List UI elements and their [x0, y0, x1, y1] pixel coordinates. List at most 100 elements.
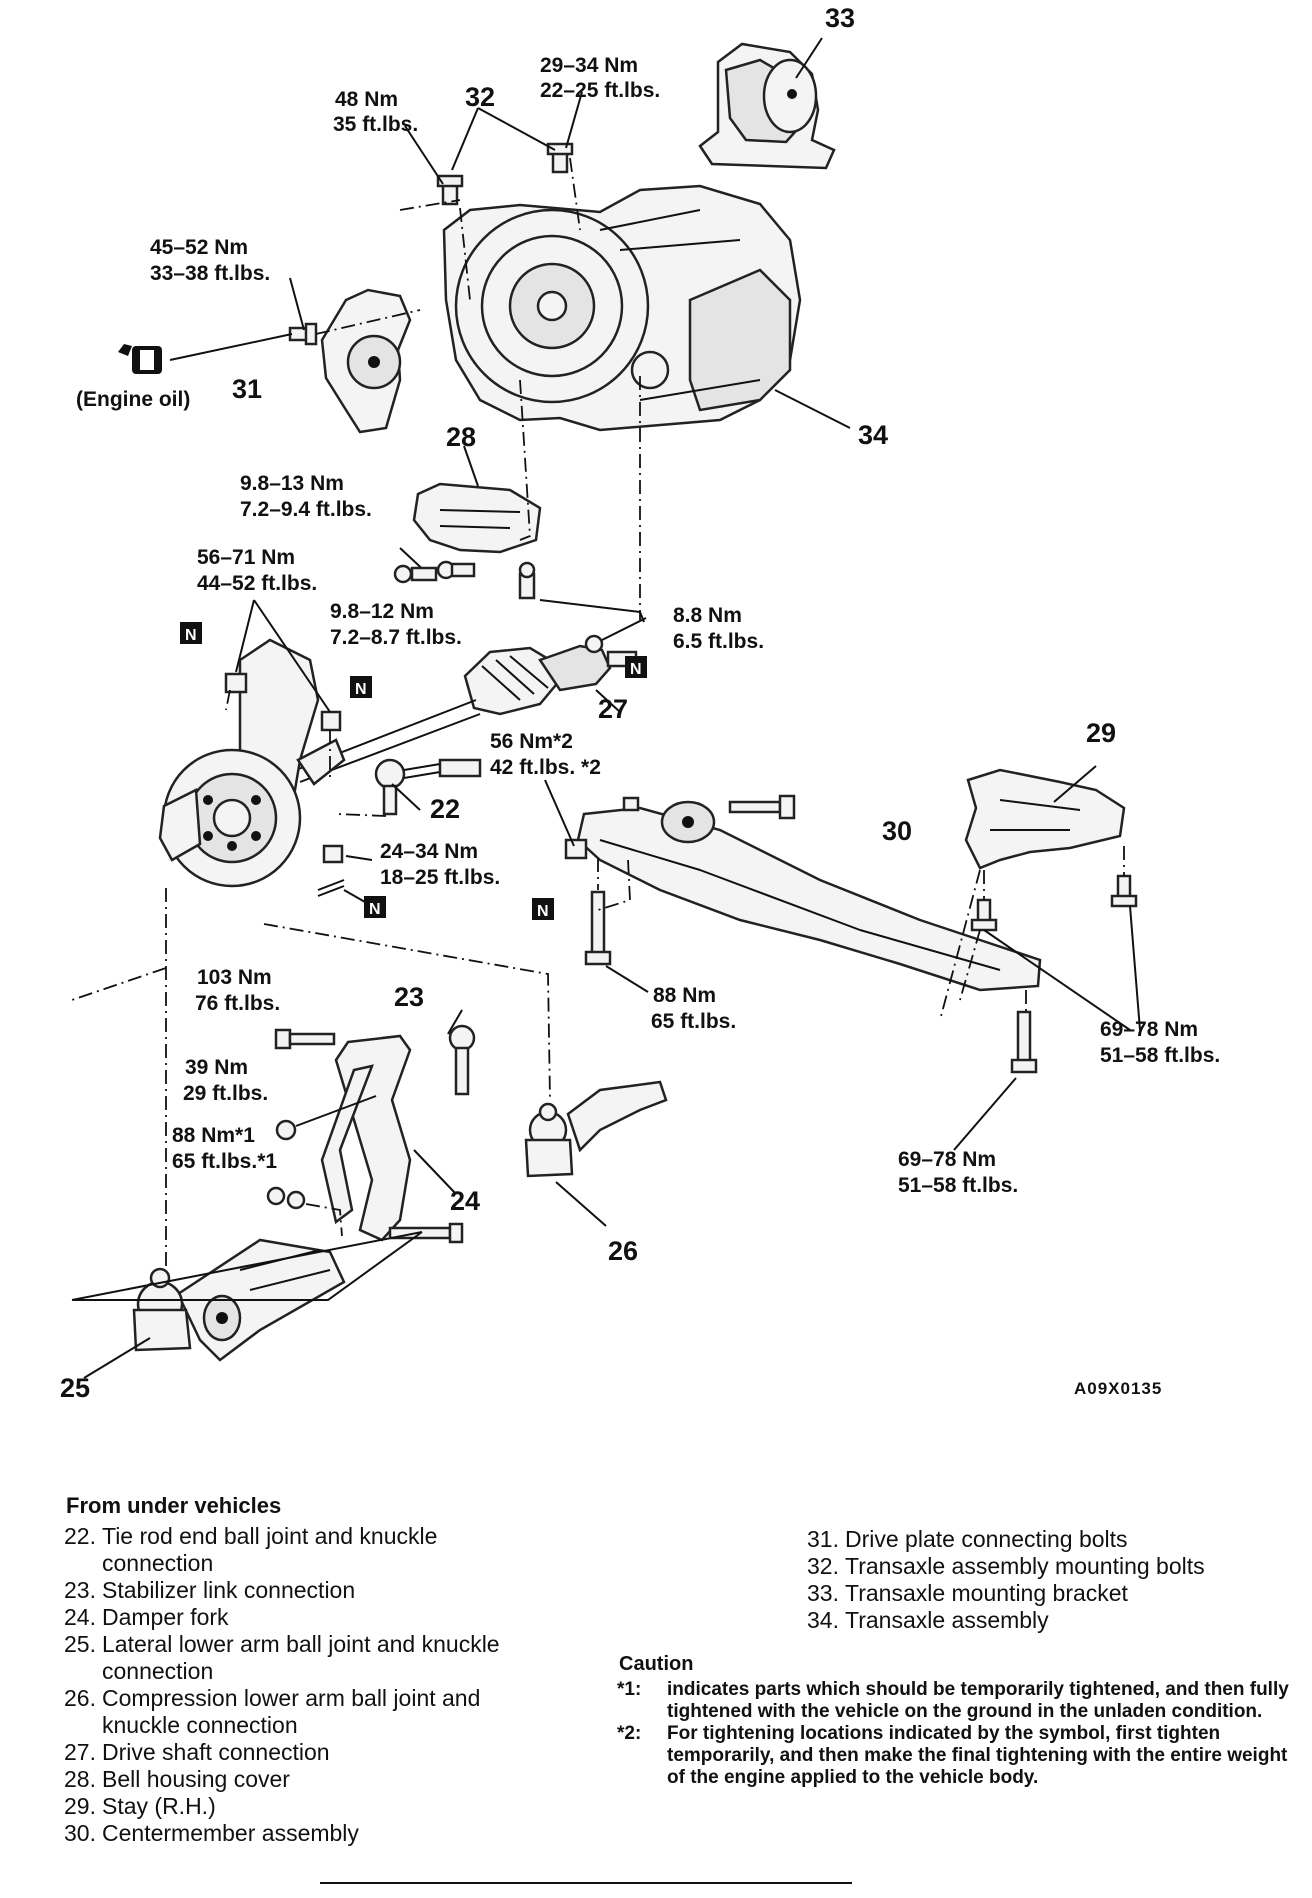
torque-4552-nm: 45–52 Nm — [150, 236, 248, 259]
nut-n-centermember — [564, 838, 588, 860]
torque-2434-ft: 18–25 ft.lbs. — [380, 866, 500, 889]
legend-item-27: 27.Drive shaft connection — [64, 1739, 330, 1765]
torque-5671-ft: 44–52 ft.lbs. — [197, 572, 317, 595]
svg-text:N: N — [185, 627, 197, 644]
legend-item-28: 28.Bell housing cover — [64, 1766, 290, 1792]
svg-text:N: N — [369, 901, 381, 918]
svg-text:N: N — [537, 903, 549, 920]
legend-item-30: 30.Centermember assembly — [64, 1820, 359, 1846]
torque-6978a-ft: 51–58 ft.lbs. — [1100, 1044, 1220, 1067]
callout-32: 32 — [465, 82, 495, 112]
torque-5671-nm: 56–71 Nm — [197, 546, 295, 569]
bolt-88-centermember — [584, 890, 612, 966]
legend-item-33: 33.Transaxle mounting bracket — [807, 1580, 1128, 1606]
bolt-n-top-left — [224, 672, 248, 694]
torque-103-nm: 103 Nm — [197, 966, 272, 989]
callout-25: 25 — [60, 1373, 90, 1403]
nut-88-temp — [266, 1186, 306, 1210]
exploded-view-diagram: N N N N N 33 32 31 34 28 27 29 22 30 23 … — [60, 3, 1220, 1403]
legend-item-23: 23.Stabilizer link connection — [64, 1577, 356, 1603]
callout-34: 34 — [858, 420, 888, 450]
bottom-rule — [320, 1882, 852, 1884]
torque-48-ft: 35 ft.lbs. — [333, 113, 418, 136]
drive-plate — [320, 288, 412, 434]
legend-item-25: 25.Lateral lower arm ball joint and knuc… — [64, 1631, 500, 1684]
bolt-centermember-top — [728, 794, 796, 820]
stay-rh — [964, 768, 1126, 870]
torque-88b-nm: 88 Nm*1 — [172, 1124, 255, 1147]
torque-6978b-ft: 51–58 ft.lbs. — [898, 1174, 1018, 1197]
n-mark-left: N — [180, 622, 202, 644]
torque-9813-ft: 7.2–9.4 ft.lbs. — [240, 498, 372, 521]
torque-88a-ft: 6.5 ft.lbs. — [673, 630, 764, 653]
n-mark-centermember: N — [532, 898, 554, 920]
legend-item-29: 29.Stay (R.H.) — [64, 1793, 216, 1819]
svg-text:N: N — [355, 681, 367, 698]
bolt-stay-left — [970, 898, 998, 932]
centermember-assembly — [576, 796, 1042, 992]
callout-30: 30 — [882, 816, 912, 846]
torque-39-nm: 39 Nm — [185, 1056, 248, 1079]
bolt-32-left — [436, 174, 464, 206]
caution-title: Caution — [619, 1653, 694, 1675]
engine-oil-can-icon — [118, 344, 162, 374]
bolt-rear-centermember — [1010, 1010, 1038, 1074]
torque-48-nm: 48 Nm — [335, 88, 398, 111]
split-pin — [317, 879, 345, 897]
bell-housing-cover — [412, 482, 542, 554]
torque-56-ft: 42 ft.lbs. *2 — [490, 756, 601, 779]
callout-27: 27 — [598, 694, 628, 724]
legend-item-32: 32.Transaxle assembly mounting bolts — [807, 1553, 1205, 1579]
callout-24: 24 — [450, 1186, 480, 1216]
bolt-n-top-right — [320, 710, 342, 732]
n-mark-shaft: N — [625, 656, 647, 678]
caution-item-1: *1:indicates parts which should be tempo… — [617, 1679, 1289, 1722]
torque-9812-ft: 7.2–8.7 ft.lbs. — [330, 626, 462, 649]
legend-item-24: 24.Damper fork — [64, 1604, 229, 1630]
figure-code: A09X0135 — [1074, 1379, 1162, 1398]
torque-6978b-nm: 69–78 Nm — [898, 1148, 996, 1171]
torque-88b-ft: 65 ft.lbs.*1 — [172, 1150, 277, 1173]
n-mark-splitpin: N — [364, 896, 386, 918]
stabilizer-link — [448, 1024, 476, 1096]
caution-list: *1:indicates parts which should be tempo… — [617, 1679, 1297, 1789]
bolt-stay-right — [1110, 874, 1138, 908]
torque-56-nm: 56 Nm*2 — [490, 730, 573, 753]
svg-text:N: N — [630, 661, 642, 678]
legend-item-22: 22.Tie rod end ball joint and knuckle co… — [64, 1523, 438, 1576]
legend-list-right: 31.Drive plate connecting bolts 32.Trans… — [793, 1526, 1293, 1634]
legend-item-34: 34.Transaxle assembly — [807, 1607, 1049, 1633]
torque-88c-ft: 65 ft.lbs. — [651, 1010, 736, 1033]
torque-103-ft: 76 ft.lbs. — [195, 992, 280, 1015]
torque-88c-nm: 88 Nm — [653, 984, 716, 1007]
bolt-32-right — [546, 142, 574, 174]
callout-33: 33 — [825, 3, 855, 33]
legend-list-left: 22.Tie rod end ball joint and knuckle co… — [50, 1523, 540, 1847]
callout-28: 28 — [446, 422, 476, 452]
callout-29: 29 — [1086, 718, 1116, 748]
drive-shaft — [295, 634, 638, 783]
legend-item-26: 26.Compression lower arm ball joint and … — [64, 1685, 481, 1738]
torque-2434-nm: 24–34 Nm — [380, 840, 478, 863]
torque-2934-nm: 29–34 Nm — [540, 54, 638, 77]
nut-39 — [275, 1119, 297, 1141]
compression-lower-arm — [524, 1080, 668, 1178]
knuckle-hub-assembly — [158, 638, 346, 888]
callout-22: 22 — [430, 794, 460, 824]
torque-9813-nm: 9.8–13 Nm — [240, 472, 344, 495]
bolts-bell-housing — [393, 560, 536, 600]
transaxle-assembly — [442, 184, 802, 432]
nut-tie-rod — [322, 844, 344, 864]
torque-88a-nm: 8.8 Nm — [673, 604, 742, 627]
torque-9812-nm: 9.8–12 Nm — [330, 600, 434, 623]
bolt-damper-bottom — [388, 1222, 464, 1244]
bolt-103 — [274, 1028, 336, 1050]
torque-6978a-nm: 69–78 Nm — [1100, 1018, 1198, 1041]
torque-39-ft: 29 ft.lbs. — [183, 1082, 268, 1105]
legend-heading: From under vehicles — [66, 1493, 282, 1518]
callout-26: 26 — [608, 1236, 638, 1266]
engine-oil-label: (Engine oil) — [76, 388, 190, 411]
tie-rod-end — [374, 758, 482, 816]
n-mark-center: N — [350, 676, 372, 698]
legend-item-31: 31.Drive plate connecting bolts — [807, 1526, 1128, 1552]
